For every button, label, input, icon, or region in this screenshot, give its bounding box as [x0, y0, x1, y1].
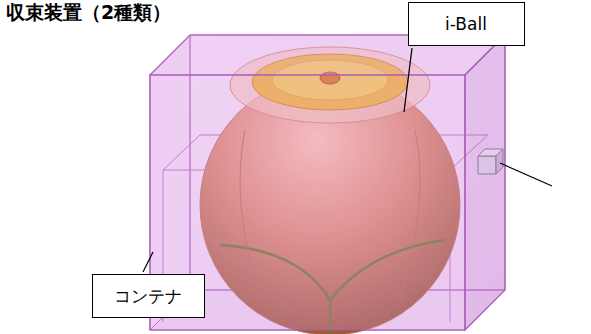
label-text: i-Ball [445, 14, 487, 34]
leader-lines [143, 48, 552, 272]
label-box: コンテナ [92, 274, 205, 318]
label-text: コンテナ [114, 285, 182, 308]
label-box: i-Ball [408, 2, 525, 46]
diagram-title: 収束装置（2種類） [6, 0, 171, 26]
